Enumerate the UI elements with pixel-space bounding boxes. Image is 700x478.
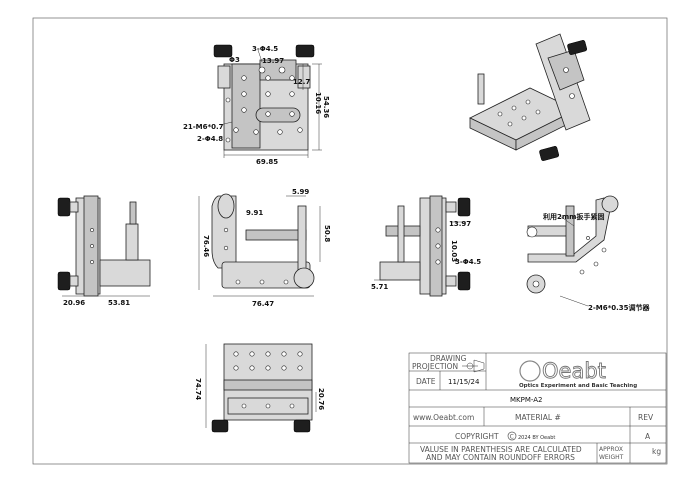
left-dim-53-81: 53.81: [108, 299, 130, 307]
website: www.Oeabt.com: [413, 413, 474, 422]
top-dim-13-97: 13.97: [262, 57, 284, 65]
title-block: [408, 352, 667, 464]
front-view: [198, 193, 321, 297]
top-dim-54-36: 54.36: [322, 96, 330, 118]
rear-note-wrench: 利用2mm扳手紧固: [543, 212, 604, 221]
weight-label: WEIGHT: [599, 454, 624, 461]
rev-label: REV: [638, 413, 654, 422]
material-label: MATERIAL #: [515, 413, 561, 422]
weight-unit: kg: [652, 447, 661, 456]
copyright-label: COPYRIGHT: [455, 432, 499, 441]
date-label: DATE: [416, 377, 436, 386]
value-note-2: AND MAY CONTAIN ROUNDOFF ERRORS: [426, 453, 575, 462]
right-view: [374, 195, 471, 297]
front-dim-5-99: 5.99: [292, 188, 309, 196]
front-dim-76-47: 76.47: [252, 300, 274, 308]
left-dim-20-96: 20.96: [63, 299, 85, 307]
copyright-icon: [507, 431, 517, 441]
projection-label: PROJECTION: [412, 362, 458, 371]
rear-view: [526, 195, 619, 307]
bottom-view: [205, 343, 317, 433]
logo-text: Oeabt: [542, 359, 606, 383]
right-dim-13-97: 13.97: [449, 220, 471, 228]
drawing-label: DRAWING: [430, 354, 467, 363]
front-dim-76-46: 76.46: [202, 235, 210, 257]
logo-tagline: Optics Experiment and Basic Teaching: [519, 383, 637, 389]
right-dim-thread: 3-Φ4.5: [455, 258, 481, 266]
top-dim-10-16: 10.16: [314, 92, 322, 114]
copyright-icon-glyph: C: [510, 434, 514, 441]
top-dim-69-85: 69.85: [256, 158, 278, 166]
date-value: 11/15/24: [448, 378, 480, 386]
right-dim-5-71: 5.71: [371, 283, 388, 291]
bottom-dim-20-76: 20.76: [317, 388, 325, 410]
top-view: [213, 44, 322, 158]
top-dim-12-7: 12.7: [293, 78, 310, 86]
bottom-dim-74-74: 74.74: [194, 378, 202, 400]
sheet-border: [32, 17, 668, 465]
rev-value: A: [645, 432, 651, 441]
value-note-1: VALUSE IN PARENTHESIS ARE CALCULATED: [420, 445, 582, 454]
top-dim-thread: 3-Φ4.5: [252, 45, 278, 53]
top-dim-m6: 21-M6*0.7: [183, 123, 224, 131]
rear-note-adjuster: 2-M6*0.35调节器: [588, 303, 651, 312]
front-dim-9-91: 9.91: [246, 209, 263, 217]
top-dim-3: Φ3: [229, 56, 240, 64]
right-dim-10-03: 10.03: [450, 240, 458, 262]
top-dim-holes: 2-Φ4.8: [197, 135, 223, 143]
approx-label: APPROX: [599, 446, 623, 453]
part-number: MKPM-A2: [510, 396, 543, 404]
front-dim-50-8: 50.8: [323, 225, 331, 242]
isometric-view: [469, 33, 591, 161]
copyright-year: 2024 BY Oeabt: [518, 435, 555, 441]
left-view: [57, 195, 151, 297]
